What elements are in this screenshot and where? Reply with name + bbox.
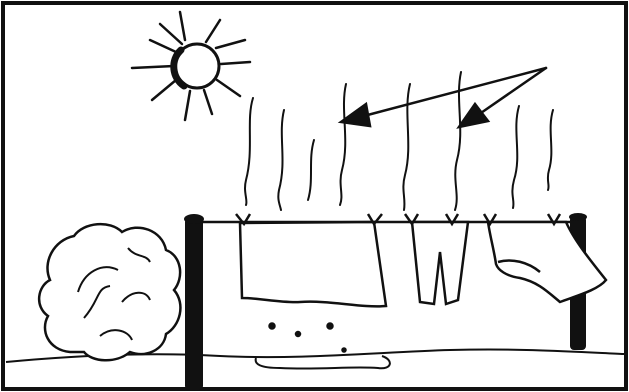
bush-icon	[39, 224, 180, 360]
left-post	[185, 218, 203, 390]
